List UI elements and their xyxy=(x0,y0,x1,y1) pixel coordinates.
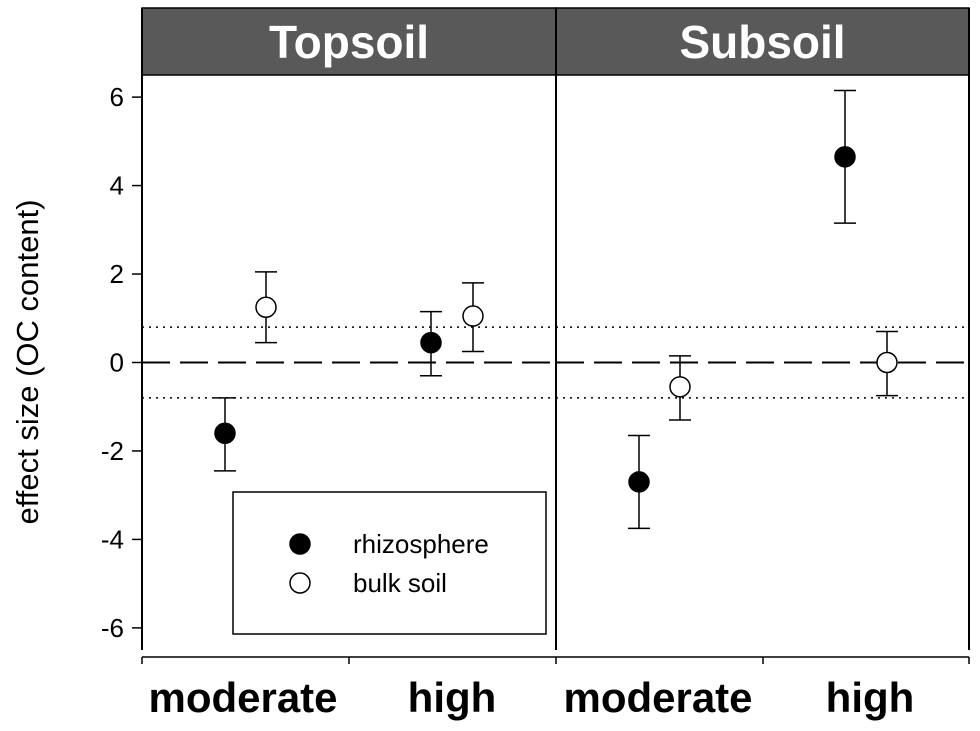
category-label-high: high xyxy=(826,674,915,721)
point-subsoil-high-bulk-soil xyxy=(876,351,898,374)
legend-marker-rhizosphere xyxy=(289,533,311,555)
y-tick-label: -4 xyxy=(101,524,124,554)
panel-title-subsoil: Subsoil xyxy=(679,16,845,68)
legend-label-bulk-soil: bulk soil xyxy=(353,568,447,598)
point-topsoil-high-bulk-soil xyxy=(462,305,484,327)
y-tick-label: 6 xyxy=(110,82,124,112)
point-subsoil-moderate-bulk-soil xyxy=(669,376,691,398)
category-label-moderate: moderate xyxy=(148,674,337,721)
y-tick-label: 0 xyxy=(110,348,124,378)
point-topsoil-moderate-bulk-soil xyxy=(255,296,277,318)
axes: -6 -4 -2 0 2 4 6 moderate high moderate high xyxy=(101,82,970,721)
data-points xyxy=(214,89,898,530)
point-topsoil-high-rhizosphere xyxy=(420,331,442,354)
point-subsoil-moderate-rhizosphere xyxy=(628,471,650,493)
legend: rhizosphere bulk soil xyxy=(232,491,547,635)
y-tick-label: 4 xyxy=(110,171,124,201)
point-topsoil-moderate-rhizosphere xyxy=(214,422,236,445)
y-tick-label: -6 xyxy=(101,613,124,643)
point-subsoil-high-rhizosphere xyxy=(834,146,856,168)
category-label-moderate: moderate xyxy=(563,674,752,721)
legend-label-rhizosphere: rhizosphere xyxy=(353,529,489,559)
y-axis-title: effect size (OC content) xyxy=(10,199,45,524)
panel-header-topsoil xyxy=(141,7,557,76)
category-label-high: high xyxy=(408,674,497,721)
panels: Topsoil Subsoil xyxy=(141,7,970,650)
panel-header-subsoil xyxy=(555,7,970,76)
panel-title-topsoil: Topsoil xyxy=(269,16,429,68)
y-tick-label: -2 xyxy=(101,436,124,466)
y-tick-label: 2 xyxy=(110,259,124,289)
legend-marker-bulk-soil xyxy=(289,572,311,594)
legend-box xyxy=(232,491,547,635)
